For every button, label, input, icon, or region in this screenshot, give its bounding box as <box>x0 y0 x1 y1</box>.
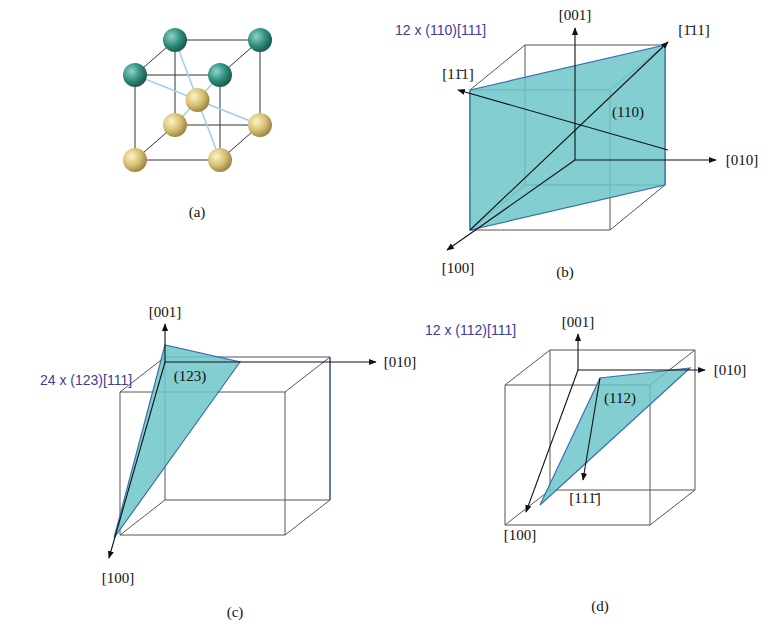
plane-label: (112) <box>604 390 636 406</box>
panel-label: (b) <box>556 264 574 280</box>
direction-label: [11̄1] <box>442 66 473 82</box>
axis-label: [100] <box>442 260 475 276</box>
plane-label: (123) <box>174 368 207 384</box>
slip-system-title: 12 x (110)[111] <box>395 22 486 38</box>
axis-label: [001] <box>559 7 592 23</box>
axis-label: [010] <box>384 354 417 370</box>
axes-b <box>447 28 716 250</box>
axis-label: [010] <box>714 362 747 378</box>
axis-label: [001] <box>149 304 182 320</box>
atoms <box>123 28 272 172</box>
direction-label: [1̄11] <box>678 22 709 38</box>
cube-d <box>505 350 695 525</box>
slip-system-title: 12 x (112)[111] <box>425 322 516 338</box>
axis-label: [010] <box>726 152 759 168</box>
panel-label: (a) <box>189 204 206 220</box>
axis-label: [100] <box>504 527 537 543</box>
direction-label: [111̄] <box>569 490 600 506</box>
panel-label: (d) <box>591 598 609 614</box>
slip-plane <box>114 345 240 538</box>
bcc-cell <box>135 40 260 160</box>
axis-label: [001] <box>562 314 595 330</box>
slip-system-title: 24 x (123)[111] <box>40 372 132 388</box>
slip-plane <box>540 368 690 505</box>
panel-label: (c) <box>227 604 244 620</box>
axes-d <box>526 334 705 512</box>
axes-c <box>109 324 376 558</box>
plane-label: (110) <box>612 104 644 120</box>
axis-label: [100] <box>102 570 135 586</box>
